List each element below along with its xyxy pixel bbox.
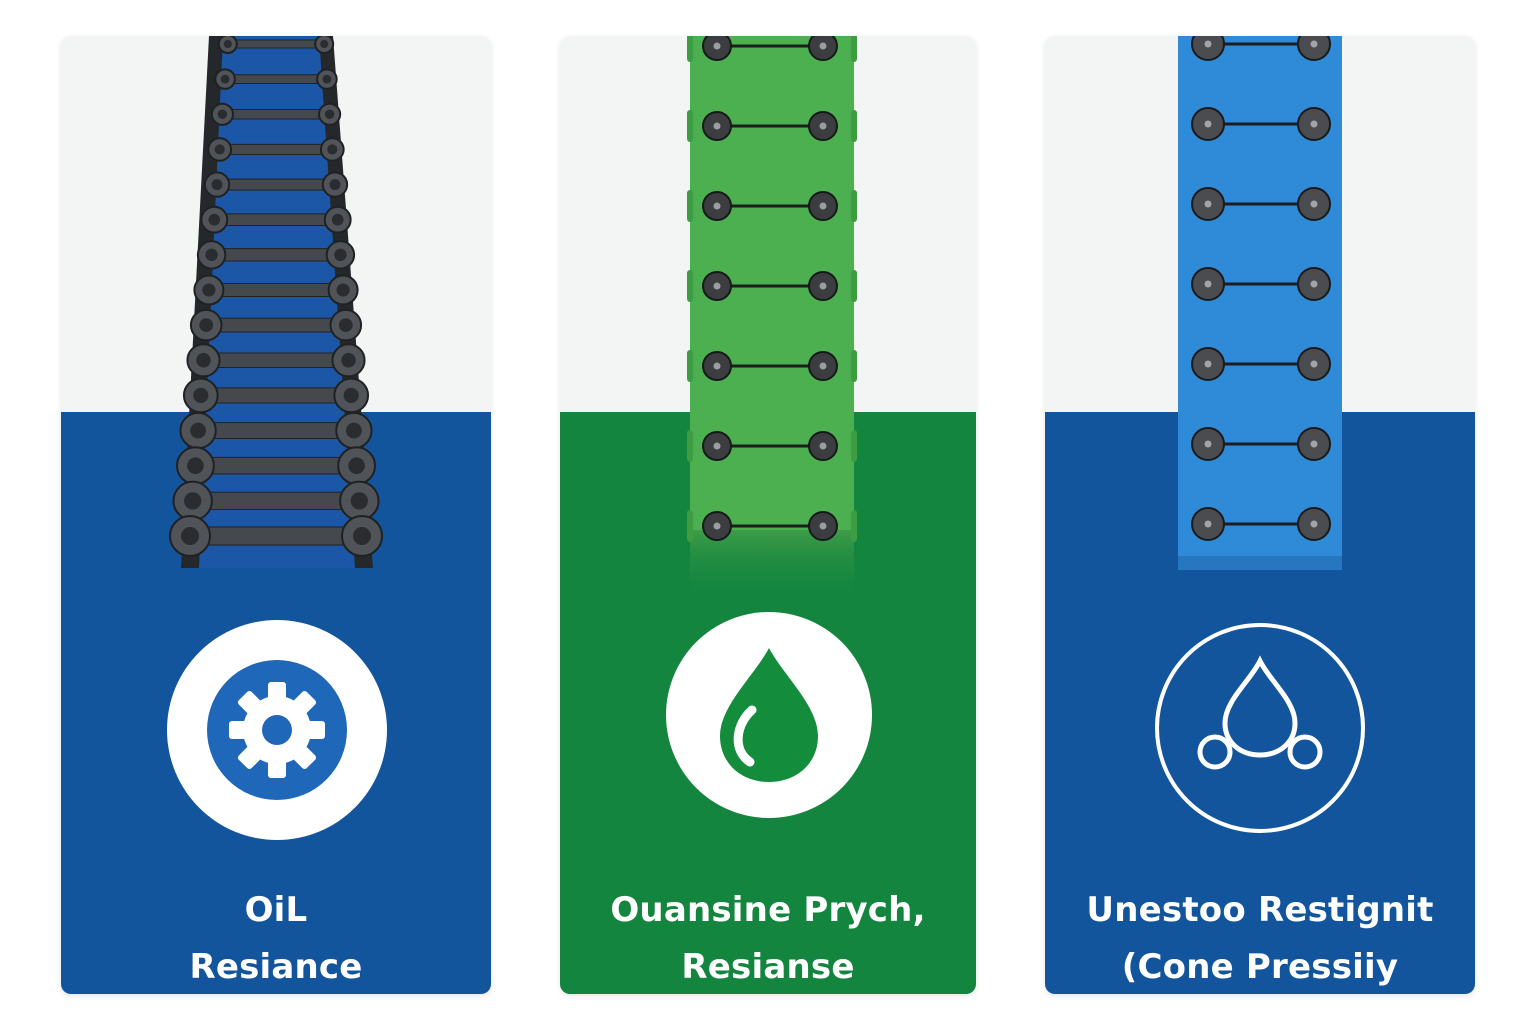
caption-line-1: Ouansine Prych, <box>610 890 926 930</box>
chain-links <box>169 36 383 557</box>
caption-line-1: Unestoo Restignit <box>1086 890 1434 930</box>
belt-links <box>687 36 857 542</box>
drops-outline-icon <box>1155 623 1365 833</box>
gear-icon <box>167 620 387 840</box>
caption-line-2: Resiance <box>189 947 363 987</box>
card-caption: OiL Resiance <box>61 882 491 994</box>
caption-line-2: Resianse <box>681 947 855 987</box>
card-blue: Unestoo Restignit (Cone Pressiiy <box>1045 36 1475 994</box>
chain-illustration <box>169 36 383 568</box>
oil-drop-icon <box>666 612 872 818</box>
green-belt-illustration <box>687 36 857 600</box>
caption-line-1: OiL <box>244 890 308 930</box>
card-caption: Unestoo Restignit (Cone Pressiiy <box>1045 882 1475 994</box>
card-caption: Ouansine Prych, Resianse <box>560 882 976 994</box>
caption-line-2: (Cone Pressiiy <box>1121 947 1399 987</box>
card-oil-resistance: OiL Resiance <box>61 36 491 994</box>
belt-links <box>1191 36 1331 541</box>
card-green: Ouansine Prych, Resianse <box>560 36 976 994</box>
blue-belt-illustration <box>1178 36 1342 570</box>
